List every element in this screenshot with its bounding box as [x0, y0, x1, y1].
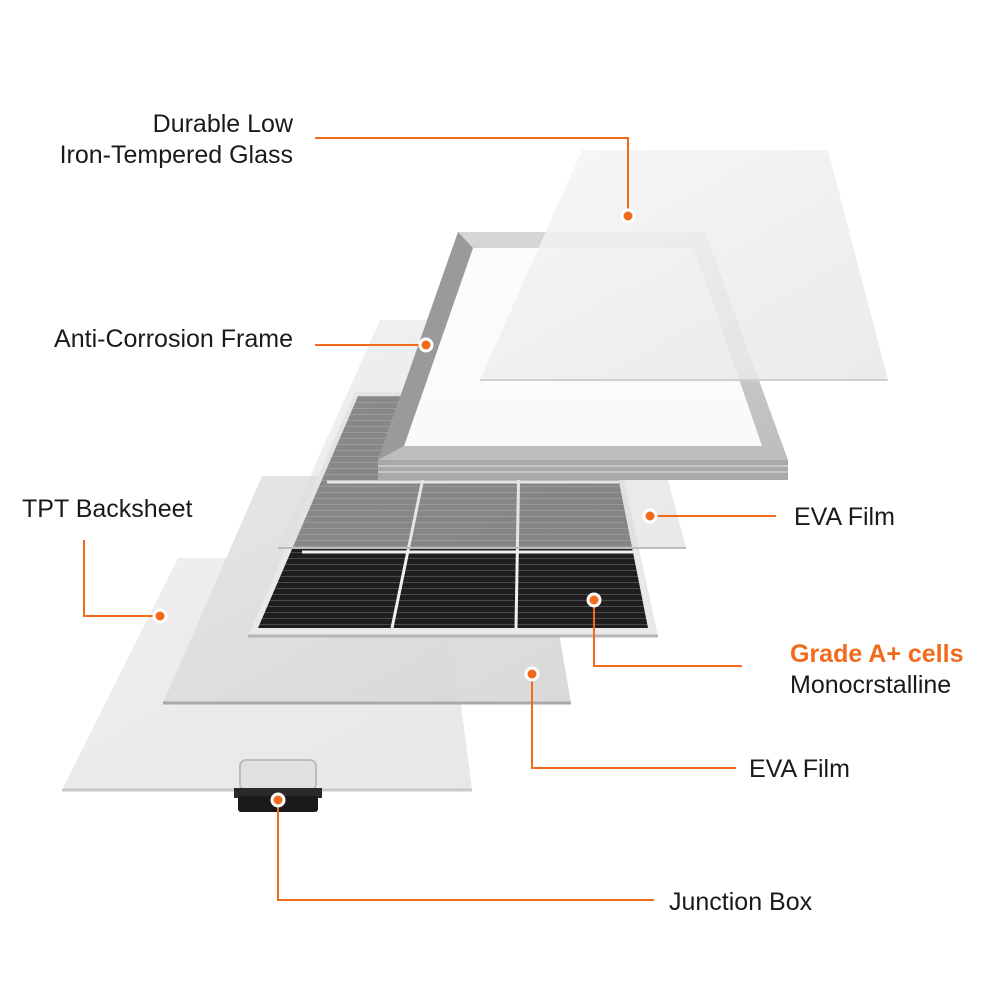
label-glass-line1: Durable Low: [152, 110, 293, 138]
leader-eva-bottom: [531, 674, 736, 769]
label-glass: Durable Low Iron-Tempered Glass: [60, 109, 293, 171]
label-junction-box: Junction Box: [669, 888, 813, 916]
tempered-glass: [480, 150, 888, 380]
label-cells-type: Monocrstalline: [790, 671, 952, 699]
marker-cells: [586, 592, 602, 608]
marker-junction: [270, 792, 286, 808]
marker-backsheet: [152, 608, 168, 624]
leader-glass: [315, 137, 629, 214]
label-cells-grade: Grade A+ cells: [790, 640, 964, 668]
leader-lines: [83, 137, 776, 901]
marker-eva-top: [642, 508, 658, 524]
label-eva-bottom: EVA Film: [749, 755, 850, 783]
label-eva-top: EVA Film: [794, 503, 895, 531]
label-backsheet: TPT Backsheet: [22, 495, 193, 523]
label-frame: Anti-Corrosion Frame: [54, 325, 293, 353]
marker-frame: [418, 337, 434, 353]
leader-junction: [277, 800, 654, 901]
leader-backsheet: [83, 540, 160, 617]
marker-eva-bottom: [524, 666, 540, 682]
marker-glass: [620, 208, 636, 224]
leader-cells: [593, 600, 742, 667]
leader-markers: [152, 208, 658, 808]
label-glass-line2: Iron-Tempered Glass: [59, 141, 293, 169]
